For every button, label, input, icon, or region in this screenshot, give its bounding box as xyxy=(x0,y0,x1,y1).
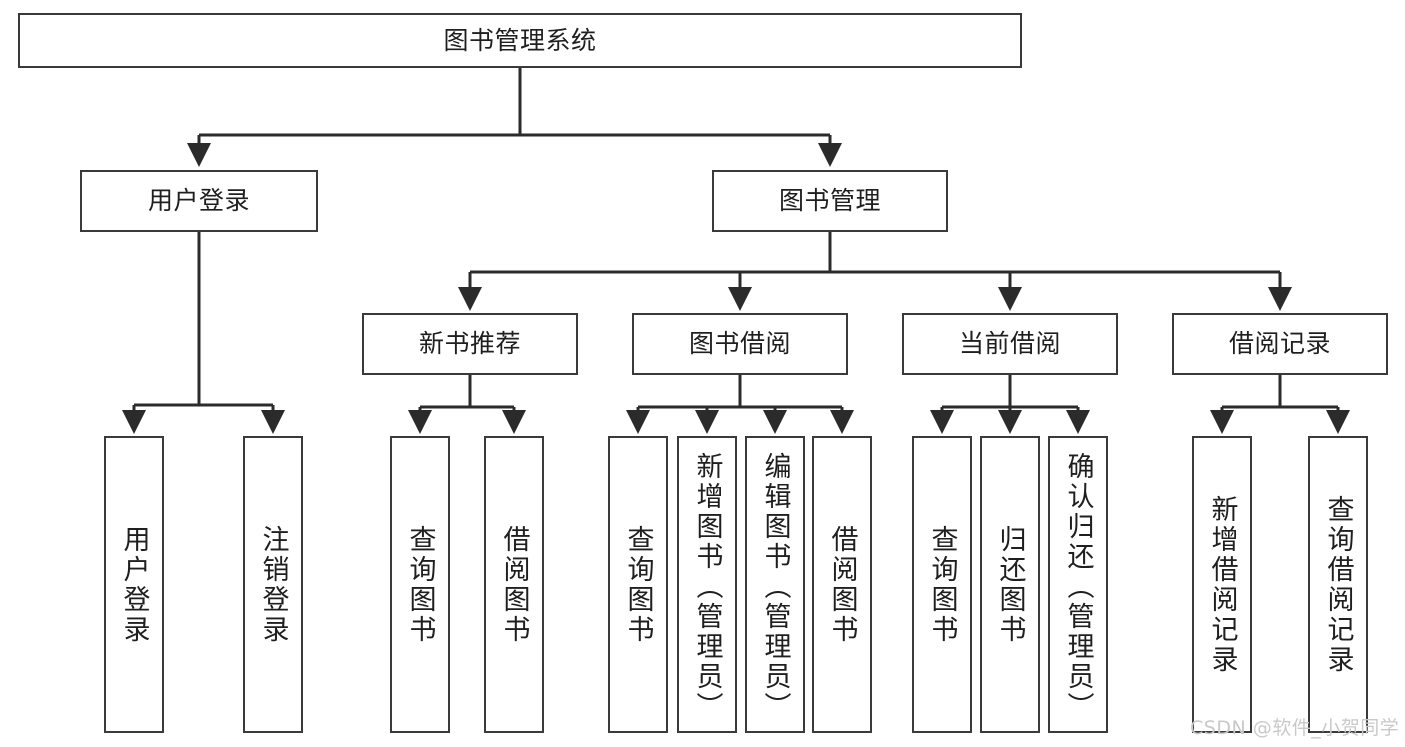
node-label: 当前借阅 xyxy=(958,329,1061,359)
node-label: 借阅记录 xyxy=(1228,329,1331,359)
node-label: 借阅图书 xyxy=(826,524,858,645)
leaf-user-login-login[interactable]: 用户登录 xyxy=(104,436,164,733)
leaf-borrow-borrow-book[interactable]: 借阅图书 xyxy=(812,436,872,733)
node-label: 查询借阅记录 xyxy=(1322,494,1354,675)
node-book-borrow[interactable]: 图书借阅 xyxy=(632,313,848,375)
node-user-login[interactable]: 用户登录 xyxy=(80,170,318,232)
leaf-record-query-record[interactable]: 查询借阅记录 xyxy=(1308,436,1368,733)
node-label: 用户登录 xyxy=(147,186,250,216)
leaf-borrow-add-book-admin[interactable]: 新增图书（管理员） xyxy=(677,436,737,733)
leaf-user-login-logout[interactable]: 注销登录 xyxy=(243,436,303,733)
node-borrow-record[interactable]: 借阅记录 xyxy=(1172,313,1388,375)
leaf-current-query-book[interactable]: 查询图书 xyxy=(912,436,972,733)
node-root-system[interactable]: 图书管理系统 xyxy=(18,13,1022,68)
leaf-borrow-query-book[interactable]: 查询图书 xyxy=(608,436,668,733)
node-label: 编辑图书（管理员） xyxy=(759,452,791,722)
leaf-borrow-edit-book-admin[interactable]: 编辑图书（管理员） xyxy=(745,436,805,733)
node-label: 归还图书 xyxy=(994,524,1026,645)
node-label: 确认归还（管理员） xyxy=(1062,452,1094,722)
node-label: 图书管理 xyxy=(778,186,881,216)
leaf-current-return-book[interactable]: 归还图书 xyxy=(980,436,1040,733)
node-label: 借阅图书 xyxy=(498,524,530,645)
node-current-borrow[interactable]: 当前借阅 xyxy=(902,313,1118,375)
leaf-recommend-borrow-book[interactable]: 借阅图书 xyxy=(484,436,544,733)
leaf-record-add-record[interactable]: 新增借阅记录 xyxy=(1192,436,1252,733)
leaf-current-confirm-return-admin[interactable]: 确认归还（管理员） xyxy=(1048,436,1108,733)
node-label: 注销登录 xyxy=(257,524,289,645)
node-label: 新增图书（管理员） xyxy=(691,452,723,722)
node-label: 新书推荐 xyxy=(418,329,521,359)
node-label: 查询图书 xyxy=(622,524,654,645)
watermark-text: CSDN @软件_小贺同学 xyxy=(1190,717,1400,739)
node-label: 查询图书 xyxy=(404,524,436,645)
node-new-book-recommend[interactable]: 新书推荐 xyxy=(362,313,578,375)
leaf-recommend-query-book[interactable]: 查询图书 xyxy=(390,436,450,733)
node-label: 用户登录 xyxy=(118,524,150,645)
node-label: 查询图书 xyxy=(926,524,958,645)
node-label: 图书管理系统 xyxy=(443,25,597,55)
node-book-management[interactable]: 图书管理 xyxy=(712,170,948,232)
node-label: 图书借阅 xyxy=(688,329,791,359)
node-label: 新增借阅记录 xyxy=(1206,494,1238,675)
